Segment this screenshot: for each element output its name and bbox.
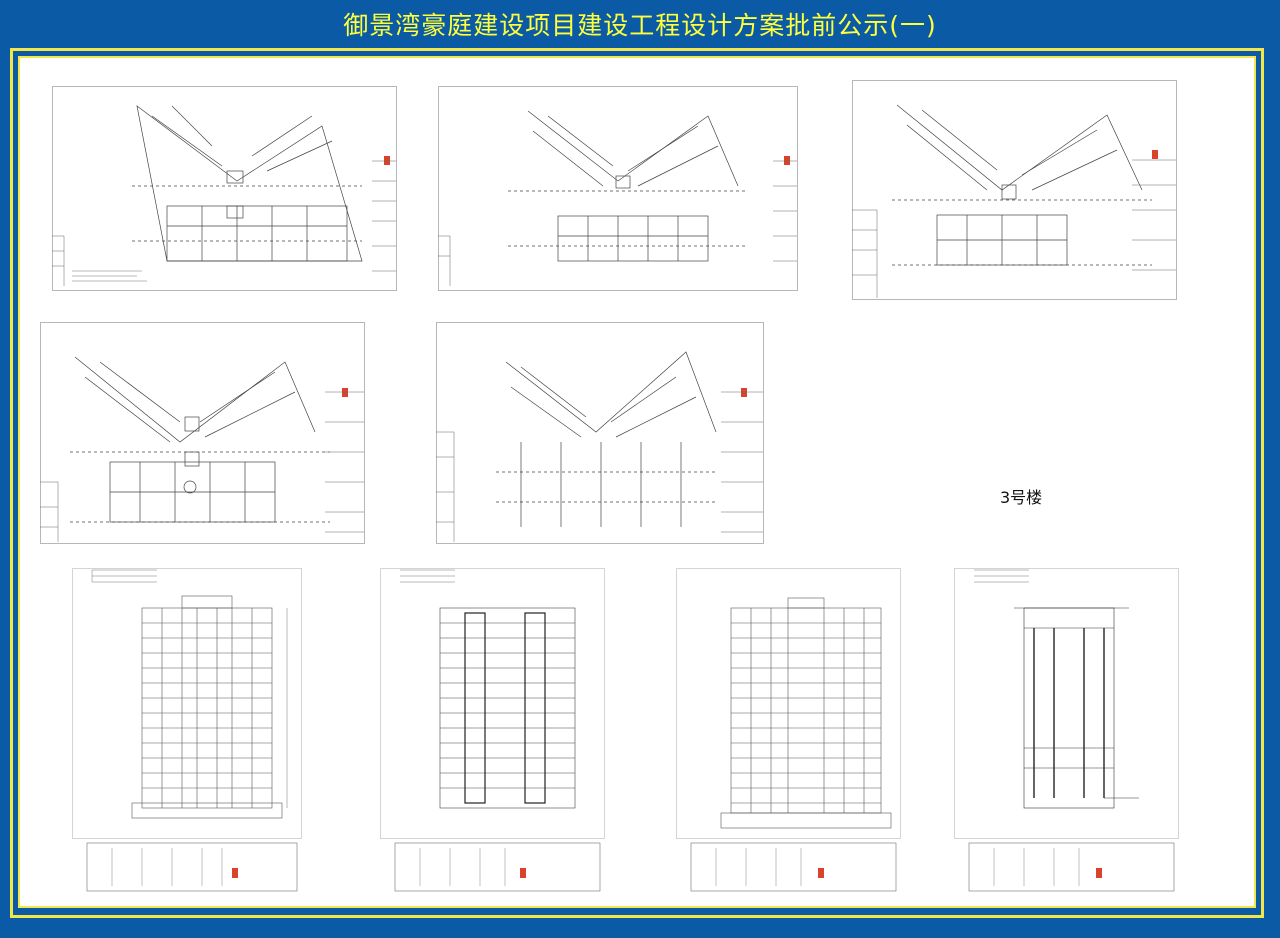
elevation-drawing (954, 568, 1179, 892)
floor-plan-drawing (852, 80, 1177, 300)
floor-plan-drawing (436, 322, 764, 544)
floor-plan-sheet-4 (40, 322, 365, 544)
floor-plan-sheet-5 (436, 322, 764, 544)
elevation-drawing (72, 568, 302, 892)
elevation-sheet-3 (676, 568, 901, 893)
elevation-sheet-1 (72, 568, 302, 893)
board-title: 御景湾豪庭建设项目建设工程设计方案批前公示(一) (343, 11, 937, 40)
floor-plan-sheet-1 (52, 86, 397, 291)
floor-plan-drawing (52, 86, 397, 291)
elevation-drawing (676, 568, 901, 892)
inner-frame: 3号楼 (18, 56, 1256, 908)
floor-plan-drawing (438, 86, 798, 291)
floor-plan-sheet-2 (438, 86, 798, 291)
elevation-sheet-2 (380, 568, 605, 893)
floor-plan-drawing (40, 322, 365, 544)
elevation-sheet-4 (954, 568, 1179, 893)
elevation-drawing (380, 568, 605, 892)
outer-frame (10, 48, 1264, 918)
floor-plan-sheet-3 (852, 80, 1177, 300)
building-number-label: 3号楼 (1000, 488, 1043, 507)
